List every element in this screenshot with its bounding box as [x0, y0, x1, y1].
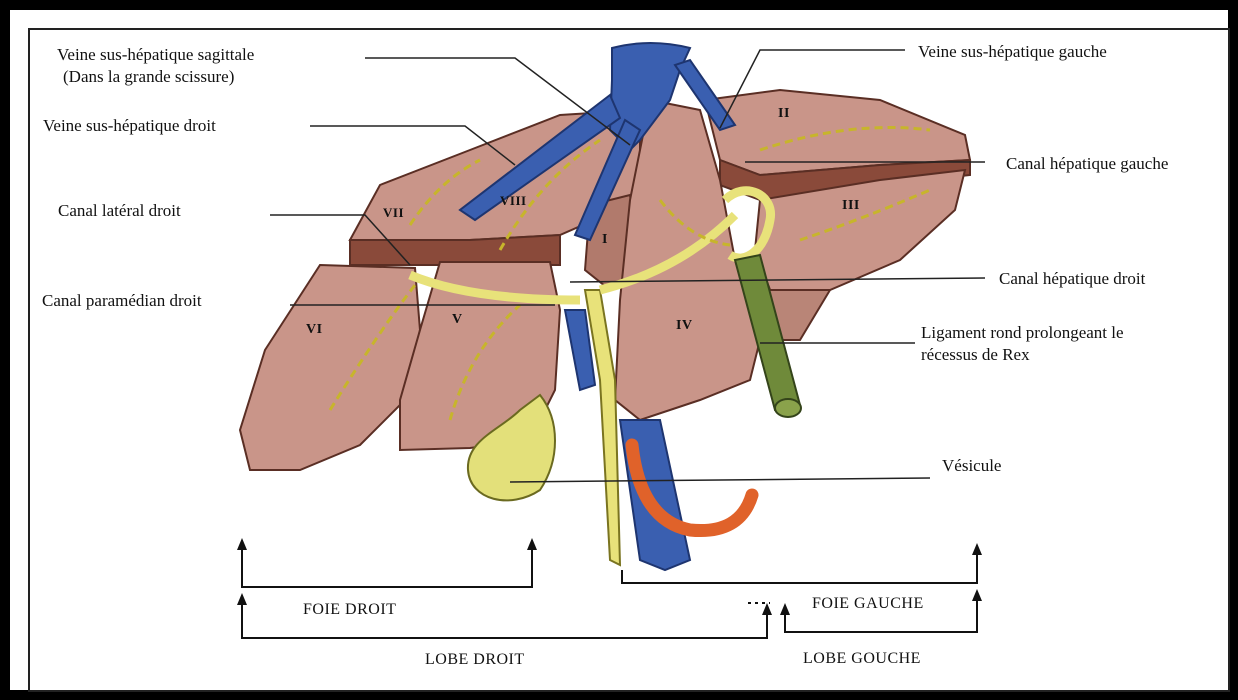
label-left-hepatic-duct: Canal hépatique gauche	[1006, 153, 1168, 175]
common-bile-duct	[585, 290, 620, 565]
label-sagittal-vein-sub: (Dans la grande scissure)	[63, 66, 234, 88]
segment-label-viii: VIII	[500, 193, 527, 209]
caption-right-lobe: LOBE DROIT	[425, 651, 525, 669]
label-round-ligament: Ligament rond prolongeant le	[921, 322, 1124, 344]
segment-label-vii: VII	[383, 205, 404, 221]
segment-vi	[240, 265, 420, 470]
label-right-paramedian-duct: Canal paramédian droit	[42, 290, 202, 312]
caption-left-lobe: LOBE GOUCHE	[803, 650, 921, 668]
label-gallbladder: Vésicule	[942, 455, 1001, 477]
caption-right-liver: FOIE DROIT	[303, 601, 396, 619]
segment-label-ii: II	[778, 106, 790, 122]
label-right-lateral-duct: Canal latéral droit	[58, 200, 181, 222]
label-right-hepatic-duct: Canal hépatique droit	[999, 268, 1145, 290]
label-sagittal-vein: Veine sus-hépatique sagittale	[57, 44, 254, 66]
segment-label-iii: III	[842, 198, 860, 214]
segment-label-v: V	[452, 312, 463, 328]
caption-left-liver: FOIE GAUCHE	[812, 595, 924, 613]
segment-vii-viii-cut	[350, 235, 560, 265]
segment-label-vi: VI	[306, 322, 323, 338]
label-left-hepatic-vein: Veine sus-hépatique gauche	[918, 41, 1107, 63]
segment-label-i: I	[602, 232, 608, 248]
label-round-ligament-sub: récessus de Rex	[921, 344, 1030, 366]
segment-label-iv: IV	[676, 318, 693, 334]
label-right-hepatic-vein: Veine sus-hépatique droit	[43, 115, 216, 137]
